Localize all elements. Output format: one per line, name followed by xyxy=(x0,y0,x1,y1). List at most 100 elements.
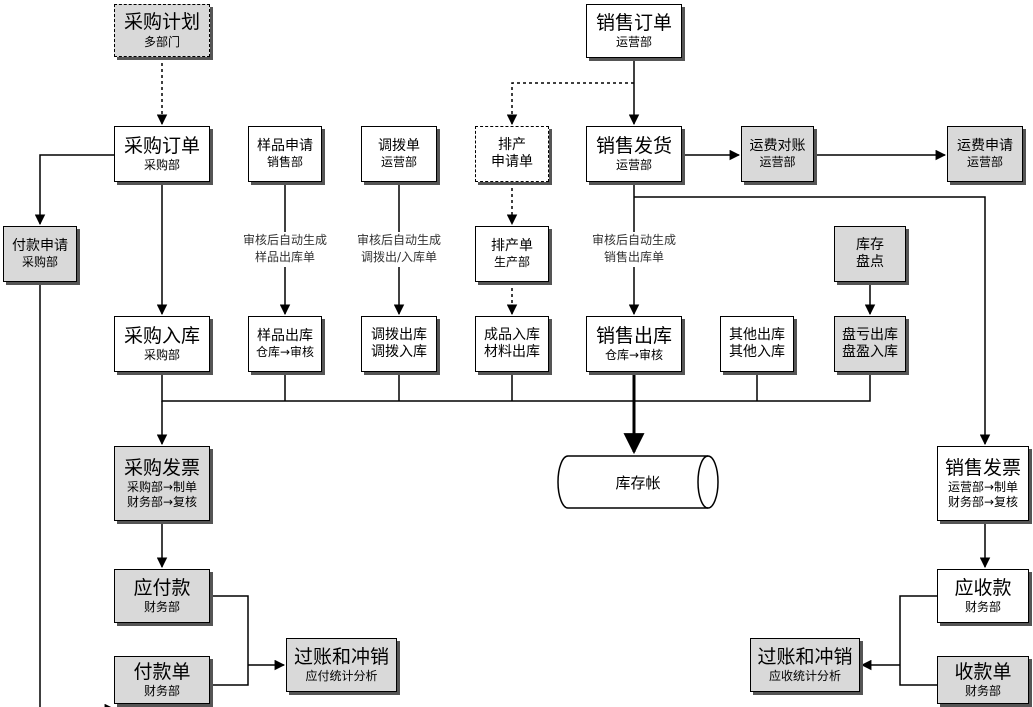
node-sub: 财务部 xyxy=(143,684,180,699)
node-sub: 运营部 xyxy=(759,155,796,170)
node-title: 付款申请 xyxy=(12,237,68,254)
node-title: 运费对账 xyxy=(749,137,806,154)
node-purchase-receipt: 采购入库 采购部 xyxy=(114,316,210,372)
node-product-inbound: 成品入库 材料出库 xyxy=(475,316,549,372)
node-payment-request: 付款申请 采购部 xyxy=(3,226,77,282)
edge-label-line: 样品出库单 xyxy=(254,250,315,265)
node-sub: 财务部 xyxy=(964,684,1001,699)
node-sub: 采购部 xyxy=(143,348,180,363)
node-freight-reconcile: 运费对账 运营部 xyxy=(741,126,814,182)
node-line: 盘盈入库 xyxy=(842,344,898,360)
node-sales-outbound: 销售出库 仓库→审核 xyxy=(586,316,682,372)
node-line: 库存 xyxy=(856,236,884,253)
node-production-order: 排产单 生产部 xyxy=(475,226,549,282)
inventory-ledger-label: 库存帐 xyxy=(615,473,661,492)
node-line: 材料出库 xyxy=(484,344,540,360)
node-title: 排产单 xyxy=(491,237,533,254)
node-title: 采购订单 xyxy=(123,134,200,157)
node-purchase-plan: 采购计划 多部门 xyxy=(114,4,210,57)
node-sub: 运营部 xyxy=(966,155,1003,170)
edge-delivery-to-invoice xyxy=(634,196,991,446)
node-sales-invoice: 销售发票 运营部→制单 财务部→复核 xyxy=(937,446,1029,521)
edge-label-line: 审核后自动生成 xyxy=(356,233,441,247)
edge-label-line: 审核后自动生成 xyxy=(242,233,327,247)
node-title: 样品申请 xyxy=(257,137,313,154)
node-line: 盘亏出库 xyxy=(842,326,898,343)
edge-receivable-merge xyxy=(899,595,937,686)
edge-payable-merge xyxy=(210,595,249,686)
node-sub: 采购部 xyxy=(21,255,58,270)
node-post-writeoff-payable: 过账和冲销 应付统计分析 xyxy=(286,638,397,692)
edge-label-line: 调拨出/入库单 xyxy=(360,250,438,265)
node-sub: 仓库→审核 xyxy=(255,345,315,360)
node-line: 成品入库 xyxy=(484,326,540,343)
node-payment-voucher: 付款单 财务部 xyxy=(114,656,210,704)
inventory-ledger-cylinder xyxy=(557,455,719,509)
node-title: 采购计划 xyxy=(123,11,200,34)
node-sub: 多部门 xyxy=(143,34,180,49)
node-receivable: 应收款 财务部 xyxy=(937,569,1029,623)
node-line: 其他入库 xyxy=(729,344,785,360)
node-title: 应付款 xyxy=(133,576,191,599)
node-sub: 应收统计分析 xyxy=(768,669,841,684)
node-title: 采购入库 xyxy=(123,324,200,347)
node-title: 运费申请 xyxy=(957,137,1013,154)
node-purchase-order: 采购订单 采购部 xyxy=(114,126,210,182)
node-title: 过账和冲销 xyxy=(293,645,389,668)
node-line: 申请单 xyxy=(491,154,533,170)
node-title: 销售出库 xyxy=(595,324,672,347)
node-title: 销售发票 xyxy=(944,456,1021,479)
node-purchase-invoice: 采购发票 采购部→制单 财务部→复核 xyxy=(114,446,210,521)
node-sub: 运营部 xyxy=(380,155,417,170)
node-sub: 财务部 xyxy=(964,600,1001,615)
edge-label-line: 销售出库单 xyxy=(603,250,664,265)
edge-payment-request-to-voucher xyxy=(39,282,116,707)
node-sub: 销售部 xyxy=(266,155,303,170)
node-title: 过账和冲销 xyxy=(757,645,853,668)
edge-order-to-payment-request xyxy=(34,154,114,226)
node-title: 销售订单 xyxy=(595,11,672,34)
node-title: 销售发货 xyxy=(595,134,672,157)
node-sub: 财务部→复核 xyxy=(947,495,1019,510)
node-title: 采购发票 xyxy=(123,456,200,479)
node-line: 盘点 xyxy=(856,254,884,270)
node-sub: 应付统计分析 xyxy=(305,669,378,684)
edge-label-line: 审核后自动生成 xyxy=(591,233,676,247)
node-title: 应收款 xyxy=(954,576,1012,599)
node-sub: 生产部 xyxy=(493,255,530,270)
node-stocktake: 库存 盘点 xyxy=(834,226,906,282)
node-title: 调拨单 xyxy=(378,137,420,154)
node-transfer-order: 调拨单 运营部 xyxy=(361,126,437,182)
node-sub: 运营部→制单 xyxy=(947,480,1019,495)
node-line: 排产 xyxy=(498,136,526,153)
node-sub: 采购部→制单 xyxy=(126,480,198,495)
node-sub: 采购部 xyxy=(143,158,180,173)
node-sales-delivery: 销售发货 运营部 xyxy=(586,126,682,182)
node-sub: 运营部 xyxy=(615,35,652,50)
node-payable: 应付款 财务部 xyxy=(114,569,210,623)
edge-label-transfer: 审核后自动生成 调拨出/入库单 xyxy=(346,232,452,267)
node-sample-outbound: 样品出库 仓库→审核 xyxy=(248,316,322,372)
node-title: 收款单 xyxy=(954,660,1012,683)
node-title: 样品出库 xyxy=(257,327,313,344)
node-title: 付款单 xyxy=(133,660,191,683)
node-sample-request: 样品申请 销售部 xyxy=(248,126,322,182)
node-other-inout: 其他出库 其他入库 xyxy=(720,316,794,372)
edge-bus xyxy=(161,372,871,402)
node-sales-order: 销售订单 运营部 xyxy=(586,4,682,58)
node-sub: 财务部 xyxy=(143,600,180,615)
edge-label-sales: 审核后自动生成 销售出库单 xyxy=(581,232,687,267)
node-line: 其他出库 xyxy=(729,326,785,343)
node-stock-adjust: 盘亏出库 盘盈入库 xyxy=(834,316,906,372)
node-line: 调拨入库 xyxy=(371,344,427,360)
node-transfer-inout: 调拨出库 调拨入库 xyxy=(361,316,437,372)
node-sub: 运营部 xyxy=(615,158,652,173)
node-sub: 仓库→审核 xyxy=(604,348,664,363)
node-sub: 财务部→复核 xyxy=(126,495,198,510)
node-post-writeoff-receivable: 过账和冲销 应收统计分析 xyxy=(750,638,860,692)
node-freight-request: 运费申请 运营部 xyxy=(947,126,1023,182)
node-receipt-voucher: 收款单 财务部 xyxy=(937,656,1029,704)
node-production-request: 排产 申请单 xyxy=(475,126,549,182)
